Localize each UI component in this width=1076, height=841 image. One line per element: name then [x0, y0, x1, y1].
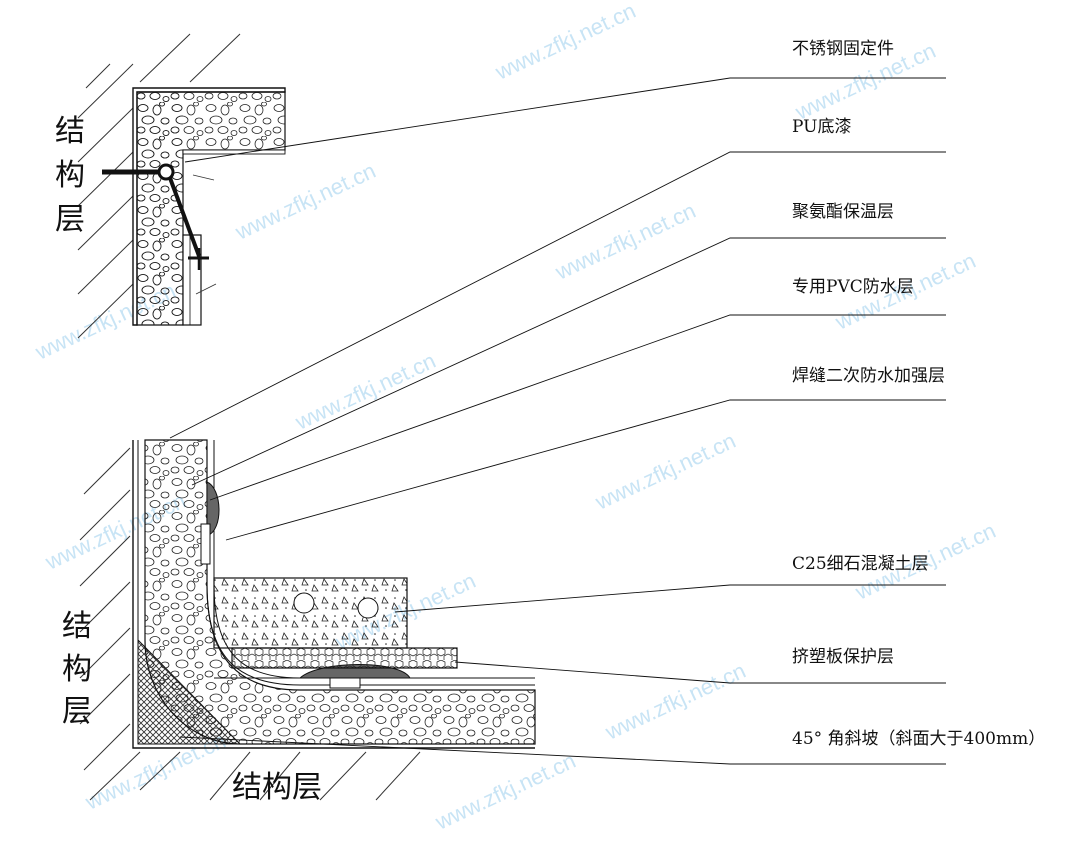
label-slope-45: 45° 角斜坡（斜面大于400mm） — [792, 729, 1045, 749]
label-pu-insulation: 聚氨酯保温层 — [792, 202, 894, 222]
label-stainless-fixing: 不锈钢固定件 — [792, 39, 894, 59]
structure-label-mid-2: 构 — [62, 652, 92, 687]
watermark-text: www.zfkj.net.cn — [591, 428, 740, 515]
watermark-text: www.zfkj.net.cn — [231, 158, 380, 245]
top-detail: 结 构 层 — [55, 33, 286, 339]
watermark-text: www.zfkj.net.cn — [551, 198, 700, 285]
label-xps-protect: 挤塑板保护层 — [792, 647, 894, 667]
watermark-text: www.zfkj.net.cn — [491, 0, 640, 85]
label-c25-concrete: C25细石混凝土层 — [792, 554, 929, 574]
structure-label-mid-1: 结 — [62, 609, 92, 644]
structure-label-top-1: 结 — [55, 114, 85, 149]
structure-label-top-2: 构 — [55, 158, 85, 193]
watermark-text: www.zfkj.net.cn — [601, 658, 750, 745]
watermark-text: www.zfkj.net.cn — [431, 748, 580, 835]
structure-label-top-3: 层 — [55, 202, 85, 237]
bottom-detail: 结 构 层 结构层 — [62, 439, 536, 805]
watermark-text: www.zfkj.net.cn — [291, 348, 440, 435]
structure-label-mid-3: 层 — [62, 694, 92, 729]
label-pvc-waterproof: 专用PVC防水层 — [792, 277, 914, 297]
label-pu-primer: PU底漆 — [792, 117, 851, 137]
leader-lines — [169, 77, 946, 765]
label-weld-reinforce: 焊缝二次防水加强层 — [792, 366, 945, 386]
structure-label-bottom: 结构层 — [232, 770, 322, 805]
